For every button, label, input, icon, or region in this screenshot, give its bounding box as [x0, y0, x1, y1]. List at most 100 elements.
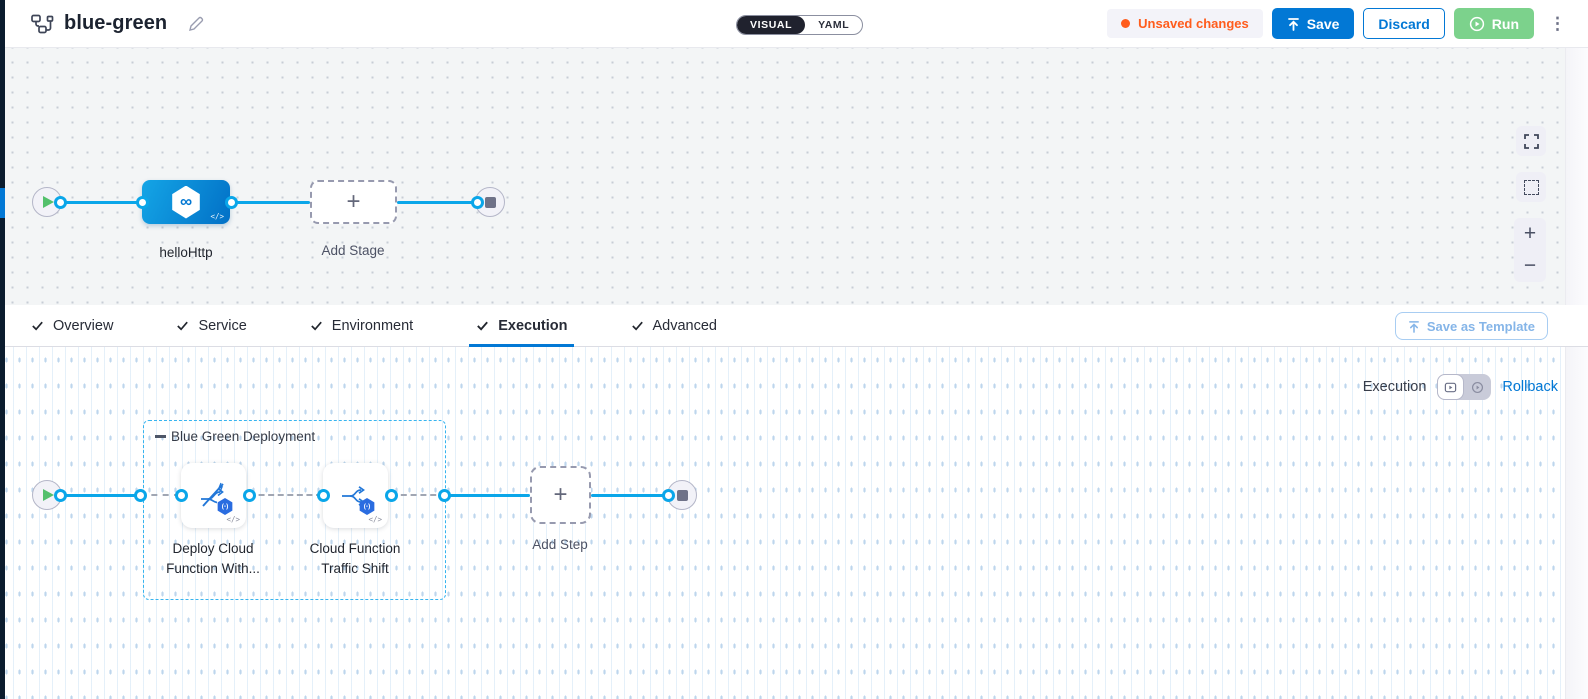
pipeline-brand: blue-green [30, 12, 205, 36]
save-label: Save [1306, 15, 1340, 32]
header: blue-green VISUAL YAML Unsaved changes [0, 0, 1588, 48]
flow-line [444, 493, 530, 497]
fullscreen-button[interactable] [1516, 126, 1546, 156]
execution-canvas[interactable]: Execution Rollback [0, 347, 1588, 699]
step-name-label: Cloud Function Traffic Shift [309, 541, 401, 576]
execution-mode-label: Execution [1362, 379, 1427, 395]
stop-icon [484, 196, 496, 208]
add-step-button[interactable]: + [530, 466, 591, 524]
step-node-traffic-shift[interactable]: (-) </> [323, 463, 388, 528]
flow-line [231, 200, 310, 204]
plus-icon: + [346, 188, 361, 215]
flow-line-dashed [140, 493, 180, 496]
connector-dot [135, 195, 149, 209]
rollback-mode-segment[interactable] [1464, 374, 1491, 400]
code-icon: </> [226, 515, 240, 524]
header-actions: Unsaved changes Save Discard [1107, 8, 1572, 39]
run-play-icon [1469, 16, 1485, 32]
connector-dot [54, 195, 67, 209]
check-icon [631, 321, 643, 331]
zoom-out-button[interactable]: − [1523, 254, 1537, 277]
unsaved-changes-badge: Unsaved changes [1107, 9, 1263, 38]
stage-canvas[interactable]: ∞ </> helloHttp + Add Stage + − [0, 48, 1588, 305]
discard-label: Discard [1378, 15, 1430, 32]
fullscreen-icon [1523, 133, 1539, 149]
flow-line [591, 493, 668, 497]
connector-dot [384, 488, 398, 502]
tab-service[interactable]: Service [175, 305, 247, 346]
stage-node-hellohttp[interactable]: ∞ </> [142, 180, 230, 224]
zoom-in-button[interactable]: + [1523, 222, 1537, 245]
unsaved-changes-label: Unsaved changes [1138, 16, 1249, 31]
step-name-label: Deploy Cloud Function With... [166, 541, 260, 576]
zoom-controls: + − [1514, 218, 1546, 282]
toggle-visual[interactable]: VISUAL [737, 16, 806, 34]
execution-mode-row: Execution Rollback [1363, 374, 1558, 400]
flow-line-dashed [249, 493, 322, 496]
check-icon [177, 321, 189, 331]
tab-label: Advanced [652, 317, 718, 334]
tab-label: Environment [331, 317, 414, 334]
plus-icon: + [553, 481, 568, 508]
step-group-blue-green[interactable]: Blue Green Deployment [143, 420, 446, 600]
toggle-yaml[interactable]: YAML [818, 19, 850, 31]
upload-icon [1287, 17, 1300, 31]
stage-tabbar: Overview Service Environment Execution A… [0, 305, 1588, 347]
left-nav-rail [0, 0, 5, 699]
connector-dot [133, 488, 147, 502]
stage-name-label: helloHttp [159, 245, 213, 260]
discard-button[interactable]: Discard [1363, 8, 1445, 39]
tab-overview[interactable]: Overview [30, 305, 113, 346]
connector-dot [470, 195, 484, 209]
add-stage-button[interactable]: + [310, 180, 397, 224]
connector-dot [661, 488, 675, 502]
flow-line [47, 493, 140, 497]
serverless-hexagon-icon: ∞ [172, 185, 200, 219]
flow-line [47, 200, 142, 204]
rollback-view-icon [1472, 381, 1484, 393]
connector-dot [242, 488, 256, 502]
right-panel-edge [1565, 48, 1588, 699]
step-group-label: Blue Green Deployment [171, 429, 316, 444]
tab-environment[interactable]: Environment [309, 305, 413, 346]
flow-line [397, 200, 480, 204]
more-options-menu-icon[interactable]: ⋮ [1549, 14, 1566, 33]
play-icon [43, 489, 54, 501]
save-as-template-label: Save as Template [1426, 318, 1535, 334]
run-label: Run [1491, 15, 1519, 32]
connector-dot [54, 488, 67, 502]
execution-view-icon [1445, 382, 1457, 392]
connector-dot [224, 195, 238, 209]
add-stage-label: Add Stage [321, 243, 385, 258]
tab-label: Execution [498, 317, 568, 334]
run-button[interactable]: Run [1453, 8, 1534, 39]
code-icon: </> [210, 212, 224, 221]
execution-mode-segment[interactable] [1437, 374, 1465, 400]
connector-dot [174, 488, 188, 502]
page-title: blue-green [64, 12, 168, 34]
rollback-link[interactable]: Rollback [1502, 379, 1558, 395]
marquee-select-button[interactable] [1516, 172, 1546, 202]
step-node-deploy-cloud-function[interactable]: (-) </> [181, 463, 246, 528]
tab-label: Overview [53, 317, 114, 334]
collapse-group-icon[interactable] [155, 435, 166, 438]
deploy-no-traffic-icon [200, 482, 224, 507]
flow-line-dashed [391, 493, 446, 496]
tab-execution[interactable]: Execution [469, 305, 574, 347]
code-icon: </> [368, 515, 382, 524]
tab-label: Service [198, 317, 247, 334]
cloud-function-badge-icon: (-) [359, 498, 375, 515]
stop-icon [676, 489, 688, 501]
marquee-select-icon [1523, 179, 1539, 195]
selected-stage-rail-indicator [0, 188, 5, 218]
check-icon [477, 321, 489, 331]
edit-title-icon[interactable] [187, 15, 205, 33]
save-as-template-button[interactable]: Save as Template [1394, 312, 1548, 340]
tab-advanced[interactable]: Advanced [630, 305, 718, 346]
add-step-label: Add Step [532, 537, 588, 552]
connector-dot [437, 488, 451, 502]
visual-yaml-toggle[interactable]: VISUAL YAML [736, 15, 864, 35]
execution-rollback-toggle[interactable] [1437, 374, 1492, 400]
save-button[interactable]: Save [1271, 8, 1355, 39]
